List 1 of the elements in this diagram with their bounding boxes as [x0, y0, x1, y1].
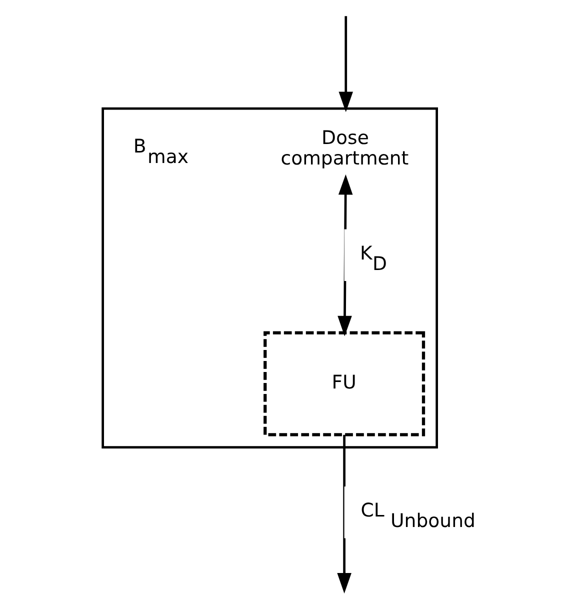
node-text: Dose compartment	[280, 128, 408, 170]
